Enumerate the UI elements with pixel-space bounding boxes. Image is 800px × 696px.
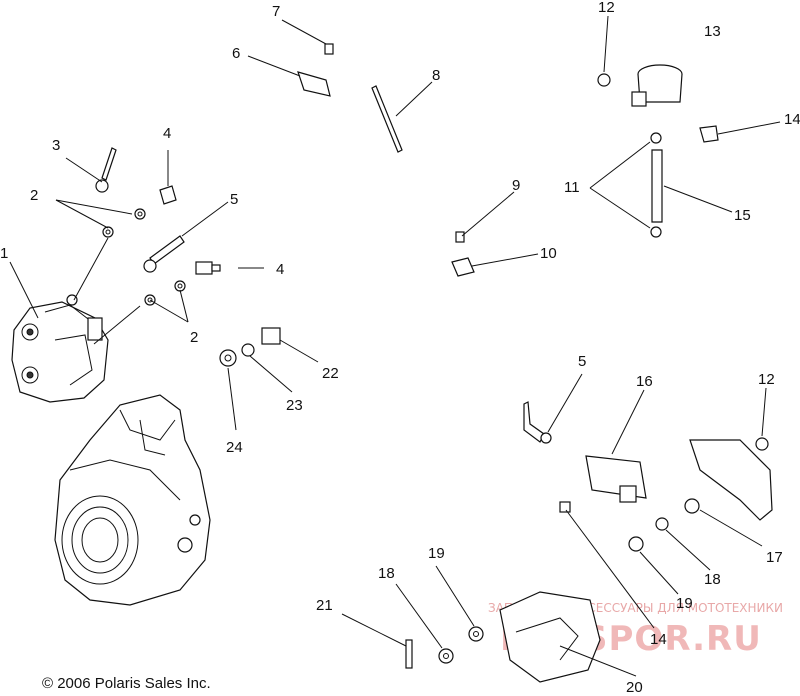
- leader-lines: [9, 15, 781, 677]
- callout-5-right: 5: [578, 353, 586, 370]
- callout-8: 8: [432, 67, 440, 84]
- callout-17: 17: [766, 549, 783, 566]
- callout-1: 1: [0, 245, 8, 262]
- callout-4-upper: 4: [163, 125, 171, 142]
- callout-2-lower: 2: [190, 329, 198, 346]
- callout-7: 7: [272, 3, 280, 20]
- callout-24: 24: [226, 439, 243, 456]
- callout-18-left: 18: [378, 565, 395, 582]
- callout-2-upper: 2: [30, 187, 38, 204]
- hardware: [95, 43, 773, 683]
- brake-caliper: [11, 294, 109, 403]
- callout-9: 9: [512, 177, 520, 194]
- callout-10: 10: [540, 245, 557, 262]
- callout-16: 16: [636, 373, 653, 390]
- callout-4-lower: 4: [276, 261, 284, 278]
- callout-20: 20: [626, 679, 643, 696]
- callout-14-lower: 14: [650, 631, 667, 648]
- callout-14-upper: 14: [784, 111, 800, 128]
- callout-19-right: 19: [676, 595, 693, 612]
- callout-23: 23: [286, 397, 303, 414]
- callout-5-left: 5: [230, 191, 238, 208]
- callout-12-upper: 12: [598, 0, 615, 16]
- callout-6: 6: [232, 45, 240, 62]
- callout-13: 13: [704, 23, 721, 40]
- callout-21: 21: [316, 597, 333, 614]
- callout-12-right: 12: [758, 371, 775, 388]
- copyright-notice: © 2006 Polaris Sales Inc.: [42, 675, 211, 692]
- callout-11: 11: [564, 179, 580, 196]
- callout-3: 3: [52, 137, 60, 154]
- callout-15: 15: [734, 207, 751, 224]
- callout-18-right: 18: [704, 571, 721, 588]
- gear-housing: [54, 394, 211, 606]
- callout-22: 22: [322, 365, 339, 382]
- callout-19-left: 19: [428, 545, 445, 562]
